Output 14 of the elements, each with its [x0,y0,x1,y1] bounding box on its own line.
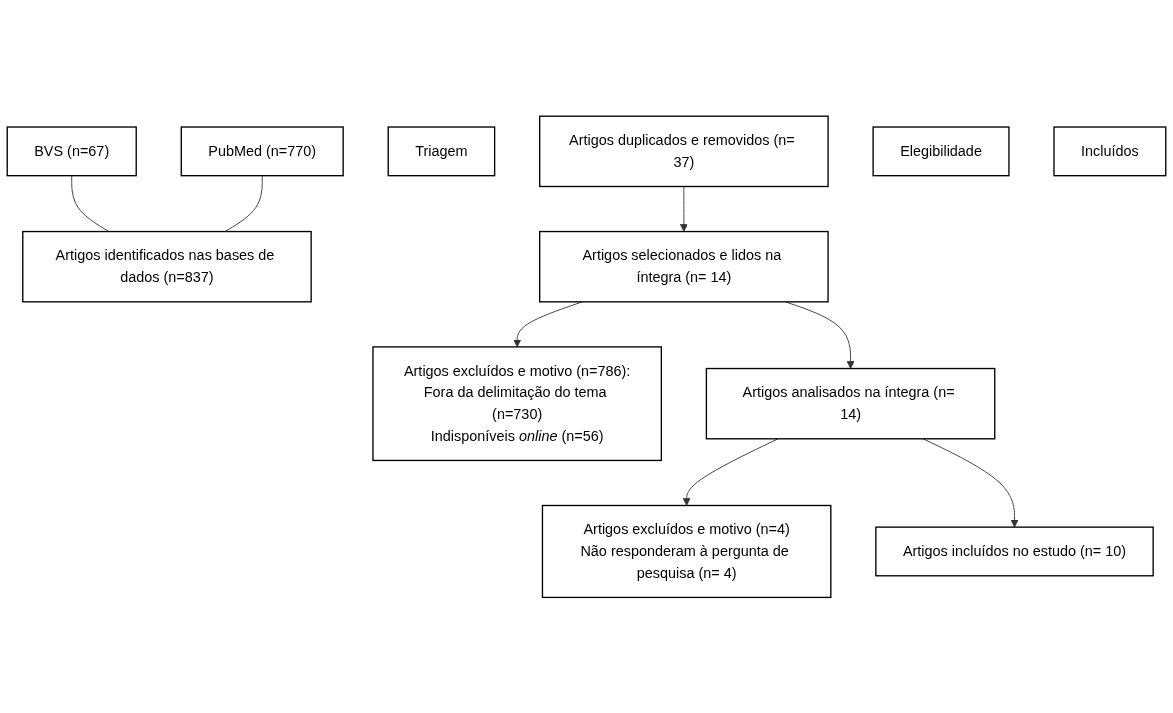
node-box: Artigos identificados nas bases de dados (n=837) [22,230,312,303]
node-box: Elegibilidade [872,126,1010,177]
node-box: Artigos excluídos e motivo (n=786): Fora da delimitação do tema (n=730) Indisponíveis online (n=56) [372,345,662,461]
node-box: BVS (n=67) [6,126,137,177]
node-box: Artigos duplicados e removidos (n= 37) [539,115,829,187]
node-box: Artigos selecionados e lidos na íntegra (n= 14) [539,230,829,303]
connector [224,174,263,232]
node-box: Incluídos [1053,126,1167,177]
node-box: PubMed (n=770) [180,126,344,177]
node-box: Artigos excluídos e motivo (n=4) Não responderam à pergunta de pesquisa (n= 4) [541,504,832,598]
connector [71,174,110,232]
node-box: Artigos incluídos no estudo (n= 10) [875,526,1154,577]
node-box: Triagem [387,126,496,177]
node-box: Artigos analisados na íntegra (n= 14) [705,367,996,440]
